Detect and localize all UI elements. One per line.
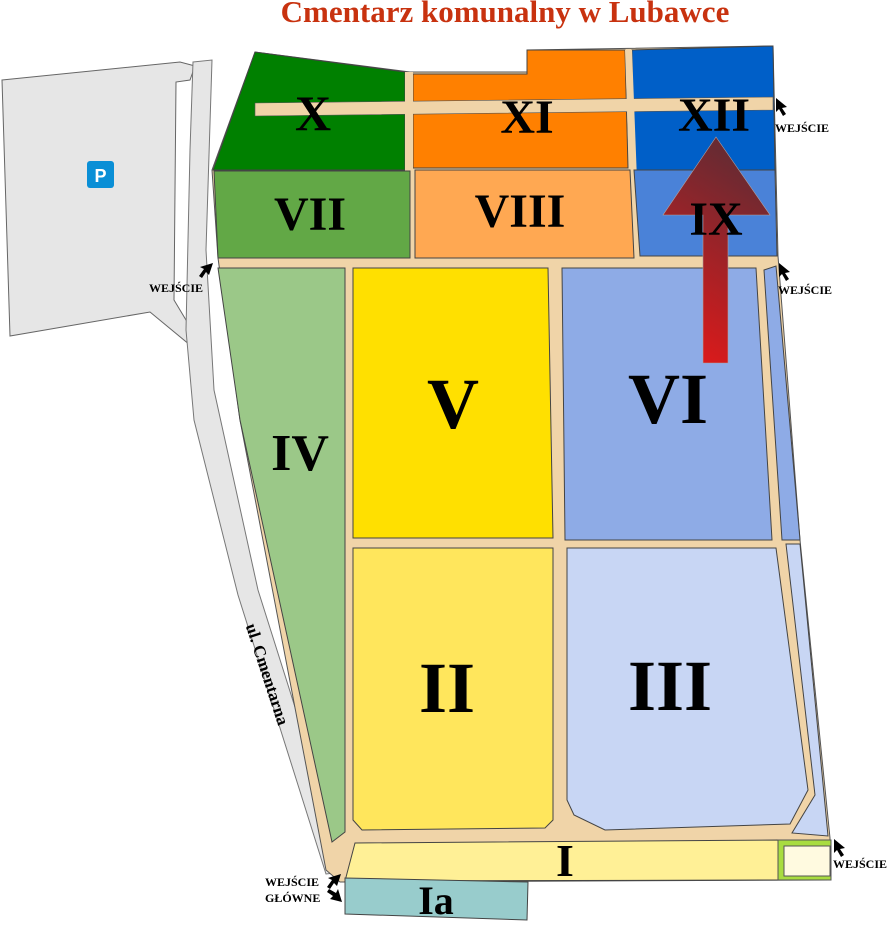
section-III[interactable]: III	[566, 543, 829, 837]
section-label: V	[427, 364, 479, 444]
section-V[interactable]: V	[352, 267, 554, 539]
entrance-label: WEJŚCIE	[265, 875, 319, 889]
parking-area: P	[1, 61, 196, 346]
entrance-label: WEJŚCIE	[778, 283, 832, 297]
cursor-arrow-icon	[199, 263, 213, 278]
section-label: VIII	[475, 185, 566, 238]
entrance-label: WEJŚCIE	[775, 121, 829, 135]
section-label: XI	[500, 91, 553, 144]
section-I[interactable]: I	[344, 835, 779, 886]
section-label: Ia	[418, 878, 454, 923]
section-label: XII	[678, 89, 750, 142]
cursor-arrow-icon	[779, 263, 790, 281]
section-IV[interactable]: IV	[217, 267, 346, 843]
parking-label: P	[94, 166, 106, 186]
small-plot	[777, 839, 832, 881]
section-VIII[interactable]: VIII	[414, 169, 635, 259]
section-label: X	[295, 85, 331, 141]
section-label: III	[628, 646, 712, 726]
section-label: IX	[689, 193, 743, 246]
cursor-arrow-icon	[834, 839, 845, 857]
entrance-label: WEJŚCIE	[833, 857, 887, 871]
section-label: I	[556, 835, 574, 886]
entrance-main[interactable]: WEJŚCIE GŁÓWNE	[265, 874, 342, 905]
entrance-left[interactable]: WEJŚCIE	[149, 263, 213, 295]
section-VII[interactable]: VII	[213, 170, 411, 259]
cursor-arrow-icon	[776, 98, 787, 116]
cursor-arrow-icon	[327, 874, 341, 889]
section-II[interactable]: II	[352, 547, 554, 831]
section-label: VI	[628, 359, 708, 439]
entrance-middle-right[interactable]: WEJŚCIE	[778, 263, 832, 297]
entrance-bottom-right[interactable]: WEJŚCIE	[833, 839, 887, 871]
entrance-label: GŁÓWNE	[265, 891, 320, 905]
section-Ia[interactable]: Ia	[344, 877, 529, 923]
up-arrow-icon	[662, 136, 771, 364]
entrance-top-right[interactable]: WEJŚCIE	[775, 98, 829, 135]
parking-icon	[87, 161, 114, 188]
map-title: Cmentarz komunalny w Lubawce	[281, 0, 730, 29]
section-label: IV	[271, 425, 329, 482]
path-top	[254, 96, 774, 117]
section-label: II	[419, 648, 475, 728]
cursor-arrow-icon	[327, 889, 342, 902]
section-label: VII	[274, 188, 346, 241]
entrance-label: WEJŚCIE	[149, 281, 203, 295]
